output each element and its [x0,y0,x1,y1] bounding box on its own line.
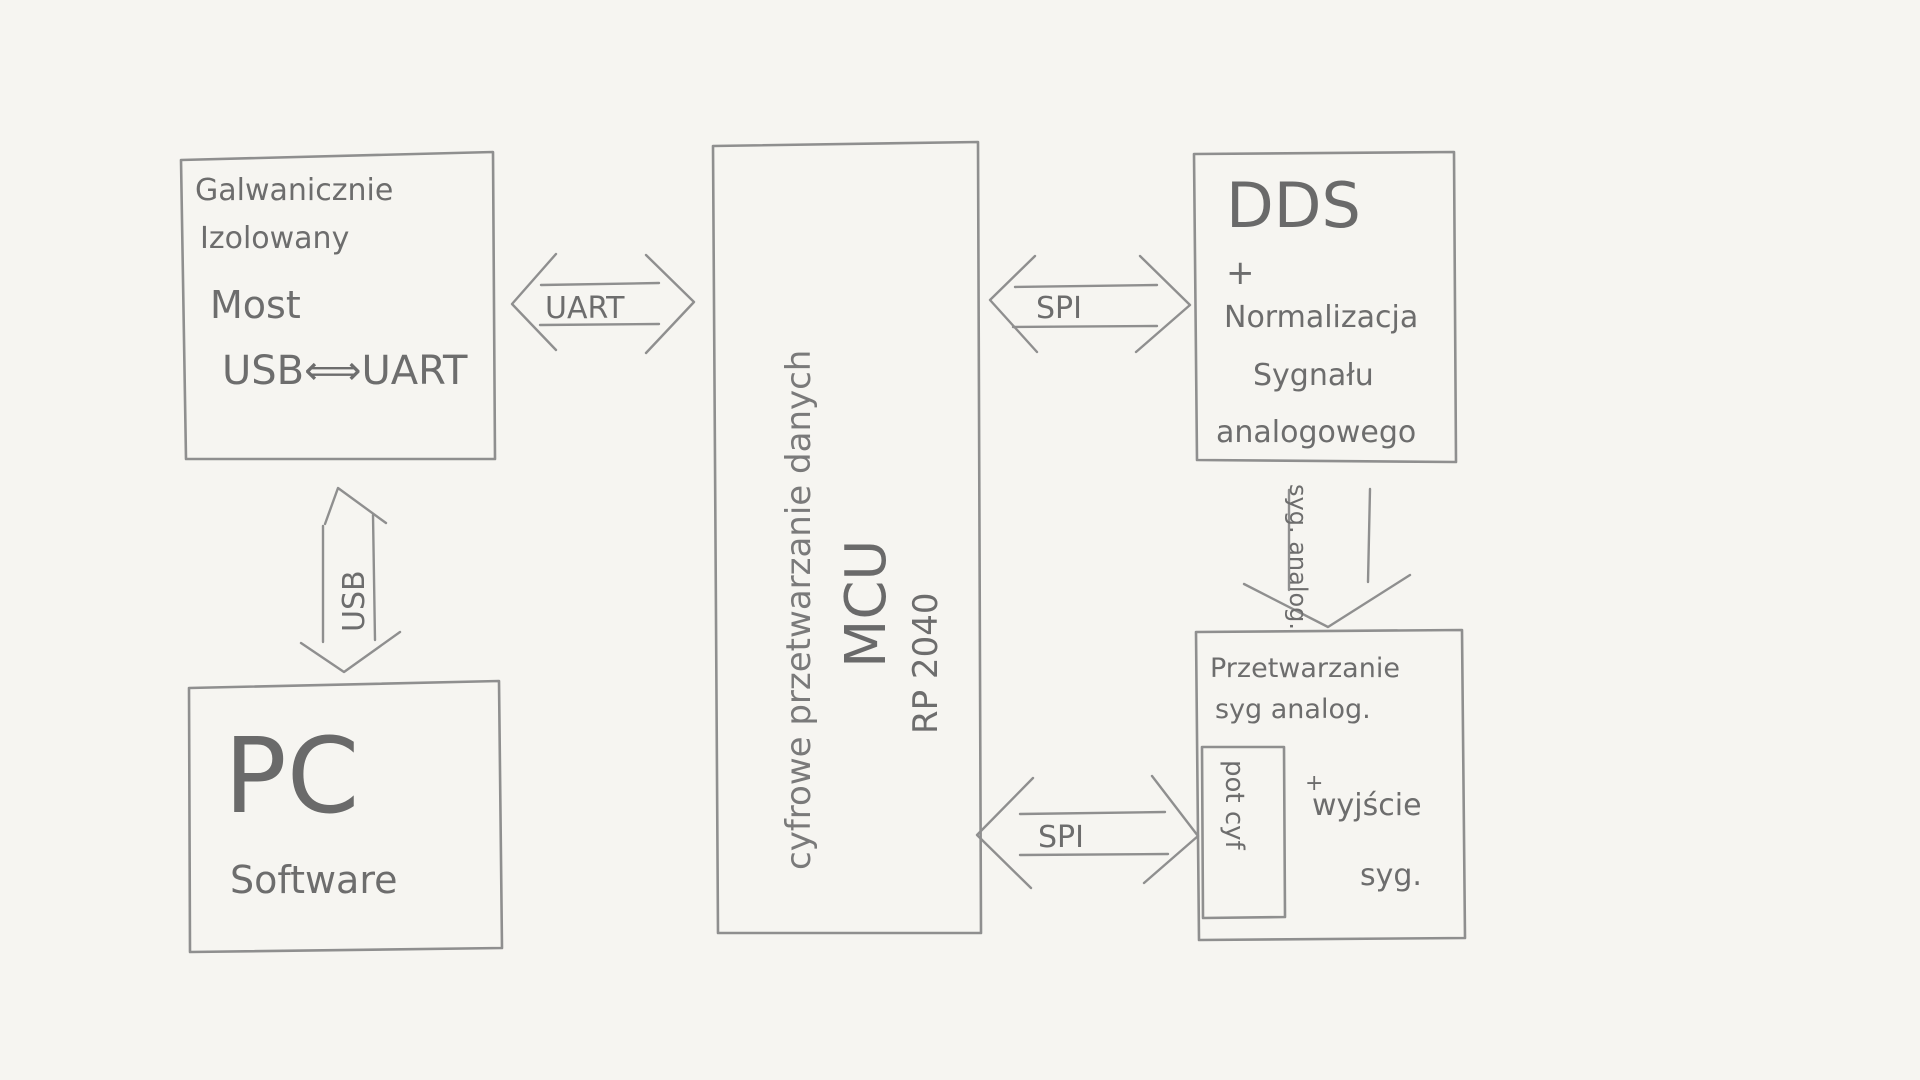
pc-title: PC [224,715,359,837]
pc-subtitle: Software [230,858,398,902]
digital-pot-subblock: pot cyf [1200,745,1287,920]
spi-top-arrow-head-right [1134,254,1192,354]
analog-plus: + [1305,771,1323,796]
usb-arrow-head-bottom [299,630,402,674]
uart-label: UART [545,291,625,326]
bridge-block: Galwanicznie Izolowany Most USB⟺UART [179,150,497,461]
spi-top-arrow-shaft-top [1013,283,1159,289]
analog-line4: syg. [1360,858,1422,893]
spi-top-arrow-head-left [988,254,1039,354]
usb-arrow-head-top [323,486,388,526]
spi-top-label: SPI [1036,291,1082,326]
digital-pot-border [1200,745,1287,920]
dds-line3: analogowego [1216,415,1416,450]
usb-label: USB [337,570,372,632]
spi-top-connection: SPI [988,254,1192,354]
analog-line3: wyjście [1312,788,1422,823]
analog-line2: syg analog. [1215,694,1371,725]
dds-block: DDS + Normalizacja Sygnału analogowego [1192,150,1458,464]
analog-block: Przetwarzanie syg analog. + wyjście syg.… [1194,628,1467,942]
bridge-label-line3: Most [210,283,301,327]
bridge-label-line4: USB⟺UART [222,348,468,394]
mcu-chip-label: RP 2040 [906,593,946,734]
mcu-title: MCU [834,540,899,668]
digital-pot-label: pot cyf [1219,760,1249,851]
bridge-label-line1: Galwanicznie [195,173,393,208]
analog-line1: Przetwarzanie [1210,653,1400,684]
spi-bottom-arrow-head-right [1142,774,1200,885]
spi-bottom-arrow-shaft-bottom [1018,852,1170,857]
uart-arrow-head-left [510,252,558,352]
dds-plus: + [1226,253,1255,293]
uart-arrow-head-right [644,253,696,355]
analog-signal-label: syg. analog. [1284,484,1312,630]
uart-arrow-shaft-bottom [538,322,661,327]
spi-bottom-arrow-shaft-top [1018,810,1167,816]
dds-line1: Normalizacja [1224,300,1418,335]
dds-block-border [1192,150,1458,464]
analog-arrow-head [1242,573,1412,629]
spi-top-arrow-shaft-bottom [1011,324,1159,329]
usb-arrow-shaft-right [371,513,377,642]
mcu-block-border [711,140,983,935]
pc-block: PC Software [187,679,504,954]
analog-signal-connection: syg. analog. [1242,484,1412,630]
uart-connection: UART [510,252,696,355]
spi-bottom-label: SPI [1038,820,1084,855]
analog-arrow-shaft-right [1366,487,1372,584]
analog-block-border [1194,628,1467,942]
mcu-description: cyfrowe przetwarzanie danych [779,350,819,870]
dds-title: DDS [1226,169,1361,242]
bridge-block-border [179,150,497,461]
spi-bottom-arrow-head-left [975,776,1035,890]
dds-line2: Sygnału [1253,358,1374,393]
uart-arrow-shaft-top [539,281,661,287]
usb-connection: USB [299,486,402,674]
bridge-label-line2: Izolowany [200,221,349,256]
pc-block-border [187,679,504,954]
spi-bottom-connection: SPI [975,774,1200,890]
mcu-block: cyfrowe przetwarzanie danych MCU RP 2040 [711,140,983,935]
